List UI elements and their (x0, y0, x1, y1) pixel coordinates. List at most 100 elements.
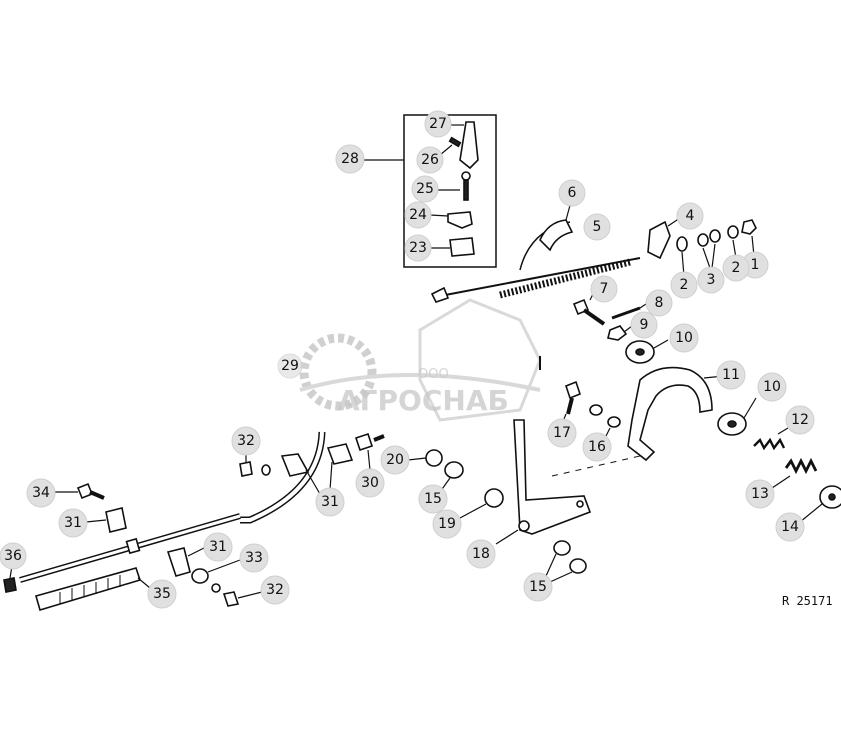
part-33-bushing (191, 568, 209, 584)
svg-text:15: 15 (529, 579, 547, 595)
svg-text:31: 31 (321, 494, 339, 510)
svg-text:23: 23 (409, 240, 427, 256)
svg-text:20: 20 (386, 452, 404, 468)
control-cable-sleeve (240, 431, 324, 522)
svg-text:26: 26 (421, 152, 439, 168)
watermark-prefix: ООО (418, 367, 449, 382)
svg-text:8: 8 (655, 295, 664, 311)
part-17-bolt (565, 380, 581, 400)
svg-text:33: 33 (245, 550, 263, 566)
callout-labels: 1 2 2 3 4 5 6 7 8 9 10 10 11 12 13 14 15… (0, 110, 815, 609)
callout-3: 3 (697, 266, 725, 294)
part-36-nut (3, 577, 17, 593)
part-31-clamp-b (280, 453, 310, 477)
svg-text:5: 5 (593, 219, 602, 235)
watermark: ООО АГРОСНАБ (299, 298, 542, 422)
callout-2b: 2 (722, 254, 750, 282)
callout-31a: 31 (315, 487, 345, 517)
callout-15a: 15 (418, 484, 448, 514)
callout-10b: 10 (757, 372, 787, 402)
drawing-reference: R 25171 (782, 594, 833, 608)
callout-2a: 2 (670, 271, 698, 299)
part-4-lever (647, 220, 671, 260)
part-3-washer-b (709, 229, 721, 243)
harvester-icon (418, 298, 542, 422)
callout-9: 9 (630, 311, 658, 339)
callout-27: 27 (424, 110, 452, 138)
callout-29: 29 (277, 353, 303, 379)
svg-text:12: 12 (791, 412, 809, 428)
callout-34: 34 (26, 478, 56, 508)
callout-8: 8 (645, 289, 673, 317)
svg-text:6: 6 (568, 185, 577, 201)
callout-20: 20 (380, 445, 410, 475)
part-3-washer-a (697, 233, 709, 247)
callout-28: 28 (335, 144, 365, 174)
svg-text:32: 32 (266, 582, 284, 598)
callout-17: 17 (547, 418, 577, 448)
svg-text:11: 11 (722, 367, 740, 383)
part-35-sleeve (35, 567, 142, 611)
svg-text:10: 10 (763, 379, 781, 395)
callout-35: 35 (147, 579, 177, 609)
part-15-washer-b (553, 540, 571, 556)
svg-text:15: 15 (424, 491, 442, 507)
svg-text:27: 27 (429, 116, 447, 132)
part-32-nut-a (239, 461, 253, 477)
svg-text:14: 14 (781, 519, 799, 535)
callout-36: 36 (0, 542, 27, 570)
svg-text:25: 25 (416, 181, 434, 197)
svg-text:24: 24 (409, 207, 427, 223)
svg-text:16: 16 (588, 439, 606, 455)
part-31-clamp-d (166, 547, 191, 577)
part-2-washer (676, 236, 688, 252)
callout-26: 26 (416, 146, 444, 174)
svg-text:31: 31 (64, 515, 82, 531)
callout-10a: 10 (669, 323, 699, 353)
part-27-bracket (459, 121, 479, 170)
svg-text:2: 2 (680, 277, 689, 293)
callout-32b: 32 (260, 575, 290, 605)
part-9-nut-b (589, 404, 603, 416)
callout-31b: 31 (58, 508, 88, 538)
part-34-bolt-head (76, 482, 94, 500)
callout-5: 5 (583, 213, 611, 241)
part-9-nut (607, 325, 628, 341)
part-11-bell-crank (627, 366, 713, 462)
part-1-nut (741, 219, 757, 235)
callout-32a: 32 (231, 426, 261, 456)
part-26-pin (448, 136, 462, 148)
part-31-clamp-c (105, 507, 127, 533)
svg-text:36: 36 (4, 548, 22, 564)
part-20-bushing (425, 449, 443, 467)
part-15-washer-a (444, 461, 464, 479)
part-25-shank (463, 179, 469, 201)
part-8-pin (611, 306, 641, 320)
callout-4: 4 (676, 202, 704, 230)
svg-text:4: 4 (686, 208, 695, 224)
svg-text:30: 30 (361, 475, 379, 491)
part-25-eye (461, 171, 471, 181)
svg-text:29: 29 (281, 358, 299, 374)
part-2-nut (727, 225, 739, 239)
callout-19: 19 (432, 509, 462, 539)
callout-25: 25 (411, 175, 439, 203)
rod-end (430, 286, 450, 303)
svg-text:13: 13 (751, 486, 769, 502)
gear-icon (299, 333, 377, 411)
callout-30: 30 (355, 468, 385, 498)
part-30-bolt-head (354, 432, 374, 452)
svg-text:32: 32 (237, 433, 255, 449)
svg-text:1: 1 (751, 257, 760, 273)
callout-16: 16 (582, 432, 612, 462)
svg-text:17: 17 (553, 425, 571, 441)
svg-text:7: 7 (600, 281, 609, 297)
svg-text:3: 3 (707, 272, 716, 288)
part-19-bushing (484, 488, 504, 508)
callout-33: 33 (239, 543, 269, 573)
svg-text:10: 10 (675, 330, 693, 346)
callout-11: 11 (716, 360, 746, 390)
callout-15b: 15 (523, 572, 553, 602)
callout-12: 12 (785, 405, 815, 435)
